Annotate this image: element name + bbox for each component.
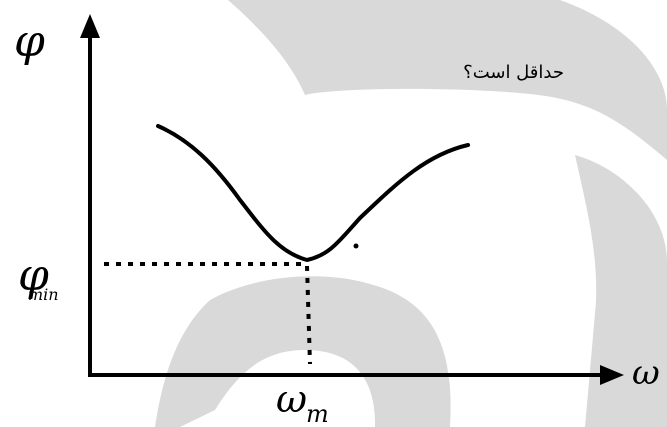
phi-axis-label: φ [14, 16, 45, 67]
phi-min-tail-dot [353, 243, 359, 249]
persian-question-fragment: حداقل است؟ [463, 62, 564, 83]
y-axis-arrowhead [80, 14, 100, 38]
x-axis-arrowhead [600, 365, 624, 385]
watermark-right-bar [575, 155, 667, 427]
watermark-upper-swoosh [228, 0, 667, 160]
omega-m-guide [305, 265, 312, 365]
omega-axis-label: ω [632, 353, 660, 393]
watermark-lower-swoosh [155, 276, 451, 427]
omega-m-label-base: ω [276, 377, 307, 421]
axes [80, 14, 624, 385]
phi-min-label-subscript: min [28, 285, 59, 304]
watermark [155, 0, 667, 427]
phi-curve [156, 124, 470, 263]
omega-m-label-subscript: m [306, 400, 329, 427]
phi-min-label-base: φ [18, 250, 49, 301]
